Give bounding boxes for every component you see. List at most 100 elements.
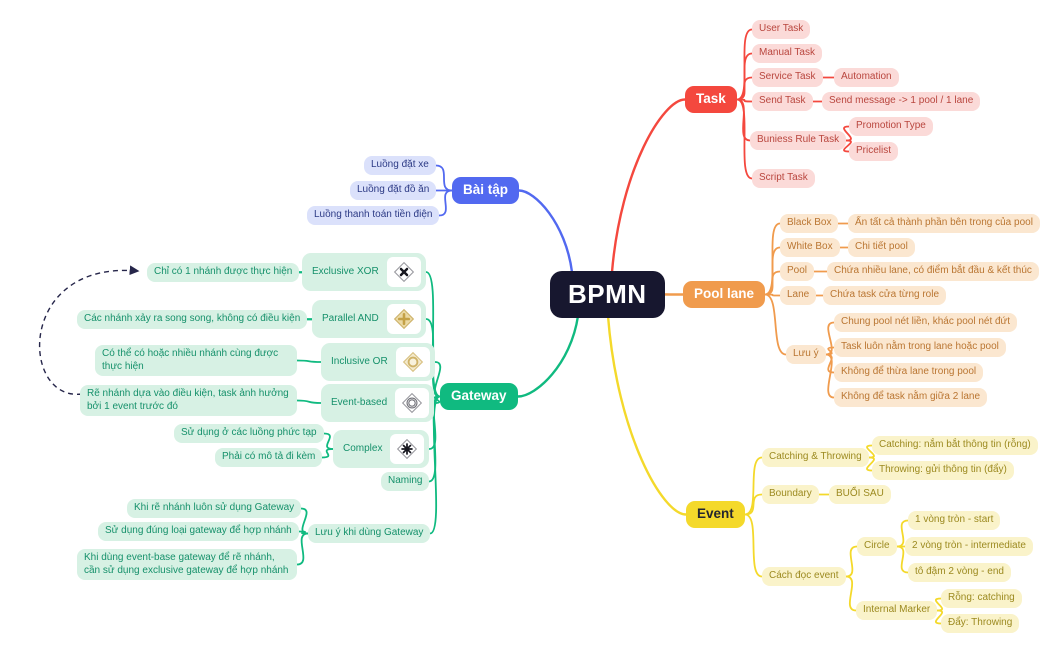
node-note-or[interactable]: Có thể có hoặc nhiều nhánh cùng được thự…	[95, 345, 297, 376]
node-chua-task-role[interactable]: Chứa task cửa từng role	[823, 286, 947, 305]
node-gateway[interactable]: Gateway	[440, 383, 518, 410]
white-box-label: White Box	[787, 241, 833, 252]
node-parallel-and[interactable]: Parallel AND	[312, 300, 426, 338]
node-service-task[interactable]: Service Task	[752, 68, 823, 87]
luu-y-label: Lưu ý	[793, 348, 819, 359]
send-message-label: Send message -> 1 pool / 1 lane	[829, 95, 974, 106]
edge-bpmn-to-task	[610, 98, 687, 274]
node-bpmn[interactable]: BPMN	[550, 271, 665, 318]
rong-catching-label: Rỗng: catching	[948, 592, 1015, 603]
vong-2-label: 2 vòng tròn - intermediate	[912, 540, 1026, 551]
node-black-box[interactable]: Black Box	[780, 214, 839, 233]
edge-circle-to-vong-3	[896, 545, 909, 574]
node-luong-thanh-toan[interactable]: Luồng thanh toán tiền điện	[307, 206, 440, 225]
edge-event-to-boundary	[744, 493, 763, 516]
naming-label: Naming	[388, 475, 423, 486]
node-user-task[interactable]: User Task	[752, 20, 811, 39]
node-task-luon-nam[interactable]: Task luôn nằm trong lane hoặc pool	[834, 338, 1006, 357]
node-pricelist[interactable]: Pricelist	[849, 142, 899, 161]
node-complex[interactable]: Complex	[333, 430, 430, 468]
exclusive-xor-gateway-icon	[386, 257, 421, 287]
node-send-task[interactable]: Send Task	[752, 92, 813, 111]
node-task[interactable]: Task	[685, 86, 737, 113]
node-luong-dat-do-an[interactable]: Luồng đặt đồ ăn	[350, 181, 437, 200]
complex-label: Complex	[343, 442, 383, 454]
node-catching-throwing[interactable]: Catching & Throwing	[762, 448, 869, 467]
node-event[interactable]: Event	[686, 501, 745, 528]
note-and-label: Các nhánh xảy ra song song, không có điề…	[84, 313, 301, 324]
luong-thanh-toan-label: Luồng thanh toán tiền điện	[314, 209, 433, 220]
node-luu-y-gateway[interactable]: Lưu ý khi dùng Gateway	[308, 524, 431, 543]
node-khong-task-giua[interactable]: Không để task nằm giữa 2 lane	[834, 388, 988, 407]
vong-1-label: 1 vòng tròn - start	[915, 514, 994, 525]
pool-item-label: Pool	[787, 265, 808, 276]
complex-gateway-icon	[390, 434, 425, 464]
node-promotion-type[interactable]: Promotion Type	[849, 117, 933, 136]
node-boundary[interactable]: Boundary	[762, 485, 819, 504]
node-throwing-item[interactable]: Throwing: gửi thông tin (đẩy)	[872, 461, 1014, 480]
node-internal-marker[interactable]: Internal Marker	[856, 601, 938, 620]
edge-catching-throwing-to-throwing-item	[866, 456, 875, 472]
node-chung-pool[interactable]: Chung pool nét liền, khác pool nét đứt	[834, 313, 1018, 332]
node-catching-item[interactable]: Catching: nắm bắt thông tin (rỗng)	[872, 436, 1038, 455]
node-send-message[interactable]: Send message -> 1 pool / 1 lane	[822, 92, 981, 111]
node-manual-task[interactable]: Manual Task	[752, 44, 822, 63]
node-day-throwing[interactable]: Đẩy: Throwing	[941, 614, 1020, 633]
node-note-xor[interactable]: Chỉ có 1 nhánh được thực hiện	[147, 263, 300, 282]
node-note-complex-1[interactable]: Sử dụng ở các luồng phức tạp	[174, 424, 324, 443]
node-note-and[interactable]: Các nhánh xảy ra song song, không có điề…	[77, 310, 308, 329]
note-gw-2-label: Sử dụng đúng loại gateway để hợp nhánh	[105, 525, 292, 536]
node-luong-dat-xe[interactable]: Luồng đặt xe	[364, 156, 436, 175]
edge-bai-tap-to-luong-dat-xe	[435, 164, 453, 192]
node-pool-item[interactable]: Pool	[780, 262, 815, 281]
edge-bpmn-to-event	[606, 314, 688, 516]
edge-cach-doc-event-to-circle	[845, 545, 858, 578]
node-note-gw-2[interactable]: Sử dụng đúng loại gateway để hợp nhánh	[98, 522, 299, 541]
node-chua-nhieu-lane[interactable]: Chứa nhiều lane, có điểm bắt đầu & kết t…	[827, 262, 1039, 281]
node-note-gw-3[interactable]: Khi dùng event-base gateway để rẽ nhánh,…	[77, 549, 297, 580]
node-note-complex-2[interactable]: Phải có mô tả đi kèm	[215, 448, 323, 467]
edge-exclusive-xor-to-note-xor	[296, 271, 305, 274]
node-bai-tap[interactable]: Bài tập	[452, 177, 520, 204]
note-complex-2-label: Phải có mô tả đi kèm	[222, 451, 316, 462]
note-gw-1-label: Khi rẽ nhánh luôn sử dụng Gateway	[134, 502, 295, 513]
edge-pool-lane-to-pool-item	[764, 270, 781, 296]
promotion-type-label: Promotion Type	[856, 120, 926, 131]
node-circle[interactable]: Circle	[857, 537, 897, 556]
node-inclusive-or[interactable]: Inclusive OR	[321, 343, 435, 381]
node-vong-1[interactable]: 1 vòng tròn - start	[908, 511, 1001, 530]
day-throwing-label: Đẩy: Throwing	[948, 617, 1013, 628]
node-lane-item[interactable]: Lane	[780, 286, 817, 305]
node-chi-tiet-pool[interactable]: Chi tiết pool	[848, 238, 915, 257]
node-cach-doc-event[interactable]: Cách đọc event	[762, 567, 846, 586]
edge-event-to-cach-doc-event	[744, 513, 763, 578]
node-buniess-rule-task[interactable]: Buniess Rule Task	[750, 131, 847, 150]
event-label: Event	[697, 506, 734, 521]
node-an-tat-ca[interactable]: Ẩn tất cả thành phần bên trong của pool	[848, 214, 1040, 233]
chua-task-role-label: Chứa task cửa từng role	[830, 289, 940, 300]
parallel-and-label: Parallel AND	[322, 312, 379, 324]
node-luu-y[interactable]: Lưu ý	[786, 345, 826, 364]
node-event-based[interactable]: Event-based	[321, 384, 435, 422]
khong-task-giua-label: Không để task nằm giữa 2 lane	[841, 391, 981, 402]
vong-3-label: tô đậm 2 vòng - end	[915, 566, 1004, 577]
node-naming[interactable]: Naming	[381, 472, 430, 491]
node-automation[interactable]: Automation	[834, 68, 899, 87]
edge-task-to-service-task	[736, 76, 753, 101]
task-label: Task	[696, 91, 726, 106]
node-buoi-sau[interactable]: BUỔI SAU	[829, 485, 891, 504]
node-exclusive-xor[interactable]: Exclusive XOR	[302, 253, 426, 291]
node-vong-3[interactable]: tô đậm 2 vòng - end	[908, 563, 1011, 582]
node-note-event[interactable]: Rẽ nhánh dựa vào điều kiện, task ảnh hưở…	[80, 385, 297, 416]
edge-gateway-to-inclusive-or	[433, 361, 442, 398]
node-script-task[interactable]: Script Task	[752, 169, 815, 188]
edge-complex-to-note-complex-2	[321, 448, 334, 459]
node-khong-thua-lane[interactable]: Không để thừa lane trong pool	[834, 363, 984, 382]
node-rong-catching[interactable]: Rỗng: catching	[941, 589, 1022, 608]
an-tat-ca-label: Ẩn tất cả thành phần bên trong của pool	[855, 217, 1033, 228]
edge-bai-tap-to-luong-thanh-toan	[438, 189, 453, 217]
node-note-gw-1[interactable]: Khi rẽ nhánh luôn sử dụng Gateway	[127, 499, 302, 518]
node-vong-2[interactable]: 2 vòng tròn - intermediate	[905, 537, 1033, 556]
node-pool-lane[interactable]: Pool lane	[683, 281, 766, 308]
node-white-box[interactable]: White Box	[780, 238, 840, 257]
